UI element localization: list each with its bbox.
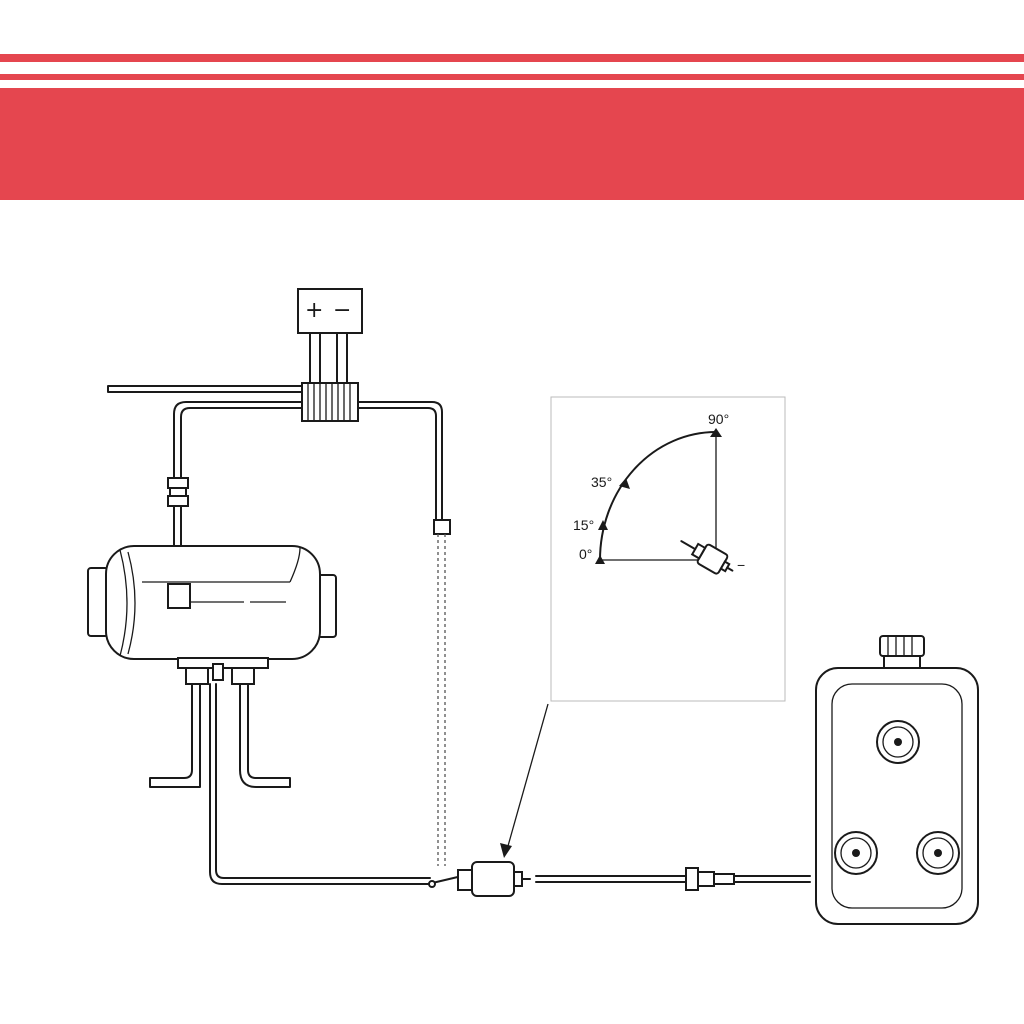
angle-label-0: 0° — [579, 546, 592, 562]
banner-main-band — [0, 88, 1024, 200]
fuel-tank-icon — [815, 635, 979, 925]
angle-label-15: 15° — [573, 517, 594, 533]
battery-plus-label: + — [305, 298, 323, 323]
cable-left — [107, 385, 303, 393]
inset-pointer-arrow — [500, 703, 549, 858]
fuel-filter-icon — [685, 867, 811, 891]
angle-label-35: 35° — [591, 474, 612, 490]
inset-polarity-label: − — [737, 557, 745, 573]
wiring-harness-icon — [301, 382, 359, 422]
heater-icon — [87, 545, 431, 885]
cable-to-heater — [173, 401, 303, 581]
inset-pump-icon — [680, 540, 734, 575]
pump-angle-inset: 90° 35° 15° 0° − — [550, 396, 786, 702]
cable-to-pump — [357, 401, 443, 521]
battery-minus-label: − — [333, 298, 351, 323]
banner-stripe-top — [0, 54, 1024, 62]
battery-icon: + − — [297, 288, 363, 386]
cable-connector — [167, 477, 189, 507]
banner-stripe-middle — [0, 74, 1024, 80]
fuel-pump-icon — [427, 861, 531, 897]
angle-label-90: 90° — [708, 411, 729, 427]
header-banner — [0, 0, 1024, 200]
